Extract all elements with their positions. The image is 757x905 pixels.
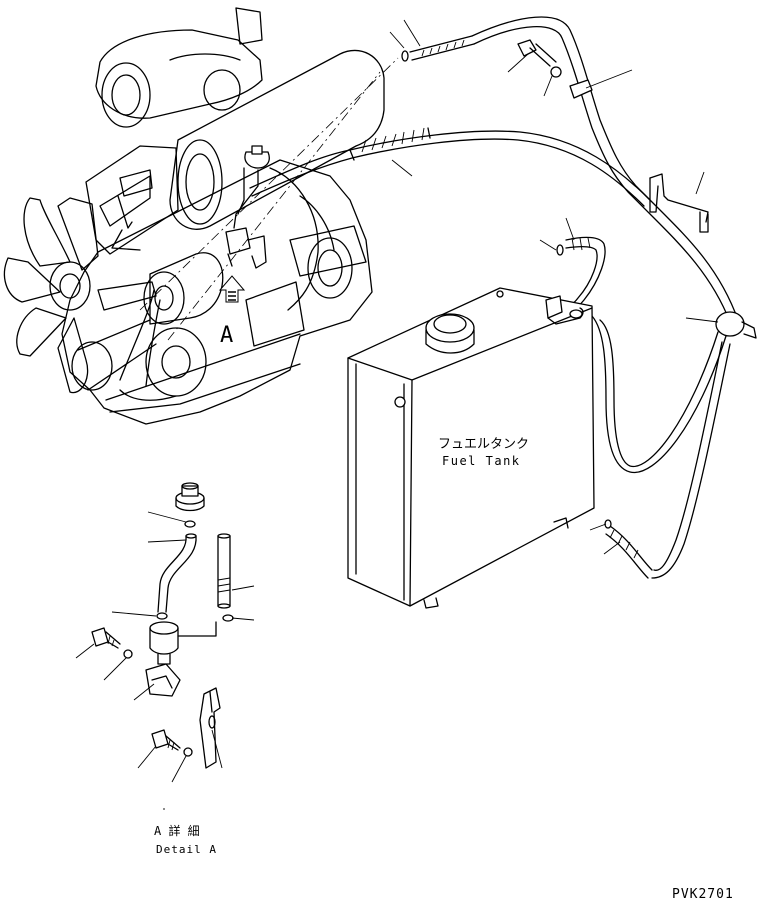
air-cleaner (95, 7, 263, 128)
engine-fuel-filter (225, 145, 270, 269)
view-marker-label: A (220, 323, 233, 348)
breather-cap (175, 482, 205, 512)
detail-a (91, 482, 234, 769)
tank-label-jp: フュエルタンク (438, 437, 529, 452)
engine-block (61, 145, 373, 425)
detail-bolt-2 (151, 729, 181, 751)
alternator (119, 252, 224, 401)
tank-label-en: Fuel Tank (442, 454, 521, 468)
fuel-tank (347, 287, 595, 609)
drawing-code: PVK2701 (672, 887, 734, 902)
engine: A (3, 7, 385, 425)
bolt-washer-top (517, 39, 593, 99)
detail-label-en: Detail A (156, 843, 217, 856)
cooling-fan (3, 197, 157, 394)
mounting-bracket (199, 687, 221, 769)
view-arrow (218, 275, 246, 303)
muffler (169, 49, 385, 230)
fuel-lines (139, 16, 757, 579)
detail-label-jp: A 詳 細 (154, 823, 200, 838)
detail-bolt-1 (91, 627, 121, 649)
detail-fuel-filter (149, 621, 217, 665)
line-bracket (649, 173, 709, 233)
hose-clamp (715, 311, 757, 339)
leader-lines (75, 19, 719, 810)
